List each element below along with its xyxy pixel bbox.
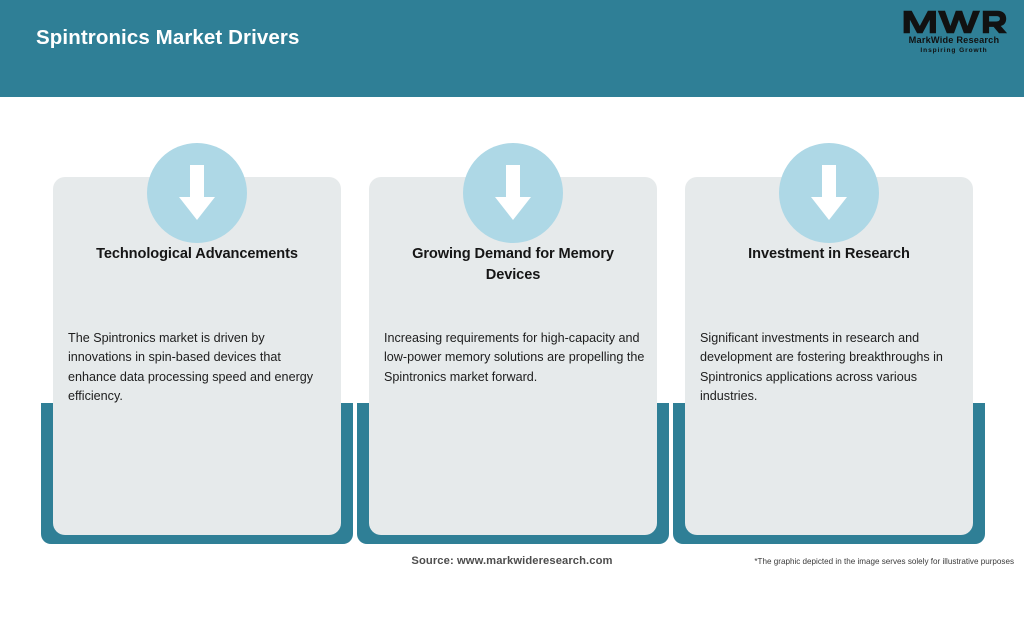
down-arrow-icon	[779, 143, 879, 243]
down-arrow-icon	[463, 143, 563, 243]
mwr-monogram-icon	[903, 10, 1008, 34]
driver-card-1[interactable]: Technological Advancements The Spintroni…	[41, 143, 353, 624]
logo-company-name: MarkWide Research	[908, 35, 1000, 45]
card-title-3: Investment in Research	[748, 246, 910, 262]
brand-logo[interactable]: MarkWide Research Inspiring Growth	[900, 8, 1008, 60]
card-title-2: Growing Demand for Memory Devices	[412, 246, 614, 283]
down-arrow-icon	[147, 143, 247, 243]
down-arrow-glyph	[811, 165, 847, 220]
card-body-1: The Spintronics market is driven by inno…	[68, 331, 314, 404]
card-body-2: Increasing requirements for high-capacit…	[384, 331, 645, 384]
card-body-3: Significant investments in research and …	[700, 331, 943, 404]
disclaimer-label: *The graphic depicted in the image serve…	[754, 557, 1014, 566]
down-arrow-glyph	[495, 165, 531, 220]
drivers-card-row: Technological Advancements The Spintroni…	[0, 97, 1024, 546]
spintronics-market-drivers-infographic: { "header": { "title": "Spintronics Mark…	[0, 0, 1024, 567]
card-panel-2: Growing Demand for Memory Devices Increa…	[369, 177, 657, 535]
logo-tagline: Inspiring Growth	[920, 47, 988, 54]
card-title-1: Technological Advancements	[96, 246, 298, 262]
source-label: Source: www.markwideresearch.com	[411, 555, 613, 567]
driver-card-2[interactable]: Growing Demand for Memory Devices Increa…	[357, 143, 669, 624]
header-bar: Spintronics Market Drivers MarkWide Rese…	[0, 0, 1024, 97]
page-title: Spintronics Market Drivers	[36, 26, 300, 49]
driver-card-3[interactable]: Investment in Research Significant inves…	[673, 143, 985, 624]
down-arrow-glyph	[179, 165, 215, 220]
